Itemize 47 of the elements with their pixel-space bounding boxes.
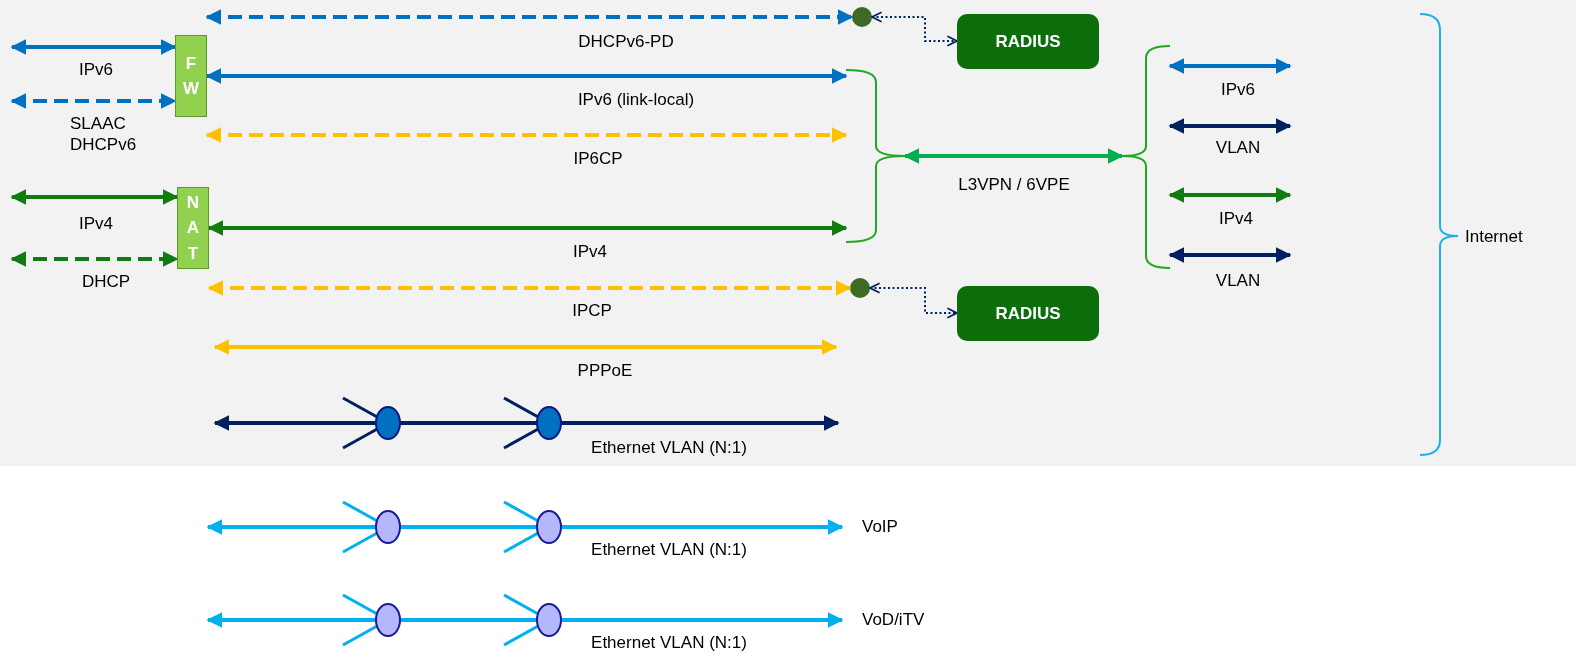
edge-label: SLAAC DHCPv6	[70, 113, 138, 156]
edge-label: IP6CP	[573, 148, 623, 170]
edge-label: Ethernet VLAN (N:1)	[591, 539, 747, 561]
double-arrow	[206, 519, 844, 535]
arrow-label: Ethernet VLAN (N:1)	[591, 437, 747, 459]
double-arrow	[1168, 118, 1292, 134]
service-label: VoIP	[842, 515, 898, 539]
double-arrow	[205, 127, 848, 143]
edge-label: IPv6 (link-local)	[577, 89, 695, 111]
edge-label: IPv4	[1219, 208, 1253, 230]
vertical-label-box: FW	[175, 35, 207, 117]
curly-brace	[845, 69, 906, 243]
edge-label: VLAN	[1215, 137, 1261, 159]
edge-label: VLAN	[1215, 270, 1261, 292]
curly-brace	[1121, 45, 1171, 269]
double-arrow	[206, 612, 844, 628]
double-arrow	[871, 11, 958, 47]
edge-label: IPv6	[79, 59, 113, 81]
double-arrow	[207, 220, 848, 236]
double-arrow	[205, 68, 848, 84]
edge-label: IPv4	[79, 213, 113, 235]
edge-label: IPv4	[573, 241, 607, 263]
edge-label: L3VPN / 6VPE	[958, 174, 1070, 196]
server-box: RADIUS	[957, 286, 1099, 341]
network-label: Internet	[1465, 226, 1523, 248]
edge-label: IPv6	[1221, 79, 1255, 101]
vertical-label-box: NAT	[177, 187, 209, 269]
double-arrow	[205, 9, 854, 25]
double-arrow	[10, 251, 179, 267]
double-arrow	[1168, 58, 1292, 74]
double-arrow	[903, 148, 1124, 164]
edge-label: IPCP	[572, 300, 612, 322]
double-arrow	[1168, 187, 1292, 203]
double-arrow	[10, 39, 177, 55]
double-arrow	[869, 282, 958, 319]
double-arrow	[10, 93, 177, 109]
server-box: RADIUS	[957, 14, 1099, 69]
arrow-label: PPPoE	[577, 360, 633, 382]
edge-label: DHCP	[81, 271, 131, 293]
edge-label: DHCPv6-PD	[578, 31, 674, 53]
double-arrow	[1168, 247, 1292, 263]
junction-dot	[852, 7, 872, 27]
edge-label: Ethernet VLAN (N:1)	[591, 632, 747, 654]
junction-dot	[850, 278, 870, 298]
double-arrow	[207, 280, 852, 296]
double-arrow	[10, 189, 179, 205]
service-label: VoD/iTV	[842, 608, 925, 632]
